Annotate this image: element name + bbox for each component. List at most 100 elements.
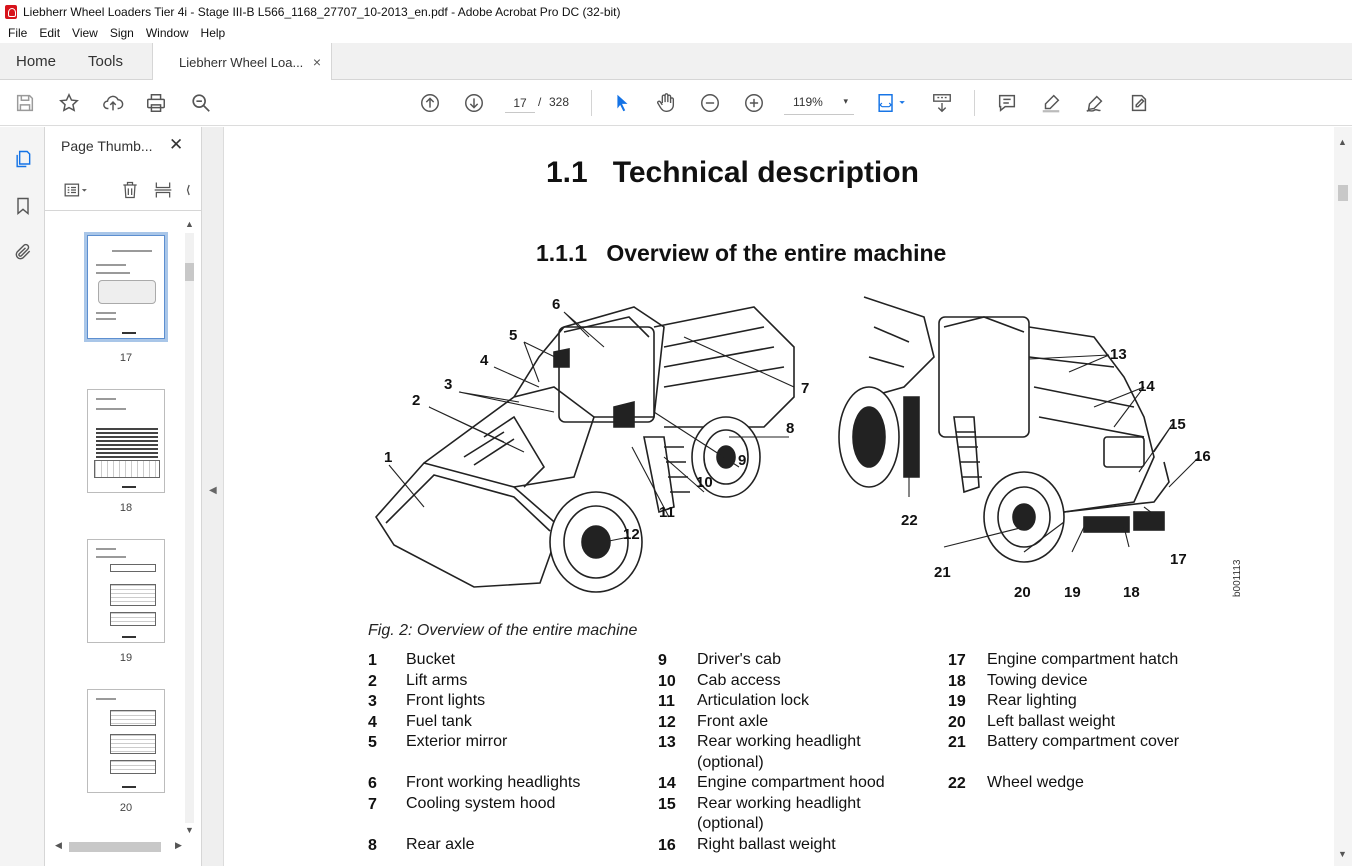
- thumbnail-label: 19: [119, 652, 133, 664]
- wheel-loader-front-drawing: [374, 306, 795, 593]
- scroll-thumb[interactable]: [1338, 185, 1348, 201]
- legend-text: Exterior mirror: [406, 733, 508, 750]
- close-tab-icon[interactable]: ×: [312, 54, 321, 70]
- menu-window[interactable]: Window: [145, 26, 189, 40]
- legend-number: 4: [368, 713, 377, 731]
- callout-6: 6: [552, 296, 560, 313]
- section-heading: 1.1 Technical description: [546, 156, 919, 189]
- legend-number: 13: [658, 734, 676, 751]
- callout-21: 21: [934, 564, 951, 581]
- legend-text: Towing device: [987, 671, 1088, 689]
- scroll-thumb[interactable]: [69, 842, 161, 852]
- callout-7: 7: [801, 380, 809, 397]
- thumbnail-horizontal-scrollbar[interactable]: ◀ ▶: [53, 839, 198, 855]
- print-icon[interactable]: [144, 91, 168, 115]
- subsection-heading: 1.1.1 Overview of the entire machine: [536, 240, 947, 266]
- callout-17: 17: [1170, 551, 1187, 568]
- chevron-down-icon[interactable]: ▼: [1338, 849, 1347, 859]
- legend-number: 12: [658, 713, 676, 731]
- previous-page-icon[interactable]: [418, 91, 442, 115]
- chevron-up-icon[interactable]: ▲: [185, 219, 194, 229]
- attachment-icon[interactable]: [11, 240, 35, 264]
- thumbnail-page-20[interactable]: [87, 689, 165, 793]
- next-page-icon[interactable]: [462, 91, 486, 115]
- legend-text: Lift arms: [406, 671, 468, 689]
- figure-code: b001113: [1232, 559, 1243, 597]
- thumbnail-scrollbar[interactable]: ▲ ▼: [182, 219, 196, 839]
- comment-icon[interactable]: [995, 91, 1019, 115]
- legend-number: 19: [948, 693, 966, 710]
- zoom-out-icon[interactable]: [698, 91, 722, 115]
- thumbnail-label: 20: [119, 802, 133, 814]
- menu-view[interactable]: View: [72, 26, 98, 40]
- title-bar: Liebherr Wheel Loaders Tier 4i - Stage I…: [0, 0, 1352, 23]
- chevron-left-icon[interactable]: ◀: [55, 840, 62, 850]
- callout-13: 13: [1110, 346, 1127, 363]
- options-menu-icon[interactable]: [61, 179, 91, 201]
- save-icon[interactable]: [13, 91, 37, 115]
- callout-4: 4: [480, 352, 489, 369]
- scroll-mode-icon[interactable]: [930, 91, 954, 115]
- more-tools-icon[interactable]: [185, 179, 195, 201]
- wheel-loader-rear-drawing: [838, 296, 1170, 563]
- panel-collapse-handle[interactable]: ◀: [202, 127, 224, 866]
- highlighter-icon[interactable]: [1039, 91, 1063, 115]
- legend-number: 6: [368, 775, 377, 792]
- close-panel-icon[interactable]: ✕: [169, 135, 184, 154]
- page-thumbnails-panel: Page Thumb... ✕ 17 18: [45, 127, 202, 866]
- menu-help[interactable]: Help: [200, 26, 226, 40]
- chevron-right-icon[interactable]: ▶: [175, 840, 182, 850]
- chevron-down-icon[interactable]: ▼: [185, 825, 194, 835]
- legend-number: 11: [658, 693, 675, 710]
- tab-document-label: Liebherr Wheel Loa...: [179, 54, 304, 70]
- callout-19: 19: [1064, 584, 1081, 601]
- tab-home[interactable]: Home: [16, 53, 57, 70]
- legend-number: 15: [658, 795, 676, 813]
- bookmark-icon[interactable]: [11, 194, 35, 218]
- chevron-down-icon: ▾: [843, 96, 848, 106]
- legend-number: 3: [368, 693, 377, 710]
- thumbnail-page-18[interactable]: [87, 389, 165, 493]
- thumbnail-label: 17: [119, 352, 133, 364]
- draw-pen-icon[interactable]: [1083, 91, 1107, 115]
- insert-page-icon[interactable]: [153, 179, 173, 201]
- menu-file[interactable]: File: [8, 26, 28, 40]
- star-icon[interactable]: [57, 91, 81, 115]
- legend-text: Fuel tank: [406, 712, 472, 730]
- upload-cloud-icon[interactable]: [101, 91, 125, 115]
- delete-page-icon[interactable]: [120, 179, 140, 201]
- menu-sign[interactable]: Sign: [109, 26, 134, 40]
- chevron-left-icon[interactable]: ◀: [209, 485, 217, 496]
- legend-text: Front lights: [406, 692, 486, 709]
- fill-sign-icon[interactable]: [1127, 91, 1151, 115]
- callout-22: 22: [901, 512, 918, 529]
- legend-number: 2: [368, 672, 377, 690]
- zoom-search-icon[interactable]: [189, 91, 213, 115]
- callout-16: 16: [1194, 448, 1211, 465]
- tab-document[interactable]: Liebherr Wheel Loa... ×: [152, 43, 332, 81]
- zoom-in-icon[interactable]: [742, 91, 766, 115]
- menu-edit[interactable]: Edit: [39, 26, 61, 40]
- thumbnail-page-19[interactable]: [87, 539, 165, 643]
- legend-number: 16: [658, 836, 676, 854]
- tab-tools[interactable]: Tools: [88, 53, 124, 70]
- scroll-thumb[interactable]: [185, 263, 194, 281]
- hand-tool-icon[interactable]: [654, 91, 678, 115]
- callout-2: 2: [412, 392, 420, 409]
- legend-text: Engine compartment hatch: [987, 651, 1179, 668]
- legend-text: Rear working headlight (optional): [697, 794, 861, 833]
- callout-3: 3: [444, 376, 452, 393]
- callout-numbers-right: 13 14 15 16 17 18 19 20 21 22: [901, 346, 1211, 601]
- page-thumbnails-icon[interactable]: [11, 147, 35, 171]
- document-scrollbar[interactable]: ▲ ▼: [1334, 127, 1352, 866]
- select-cursor-icon[interactable]: [610, 91, 634, 115]
- zoom-dropdown[interactable]: 119% ▾: [784, 91, 854, 115]
- toolbar-divider: [591, 90, 592, 116]
- fit-page-icon[interactable]: [874, 91, 910, 115]
- leader-lines-right: [908, 354, 1200, 553]
- thumbnail-page-17[interactable]: [84, 232, 168, 342]
- callout-11: 11: [659, 504, 675, 521]
- callout-5: 5: [509, 327, 517, 344]
- page-number-input[interactable]: [505, 93, 535, 113]
- chevron-up-icon[interactable]: ▲: [1338, 137, 1347, 147]
